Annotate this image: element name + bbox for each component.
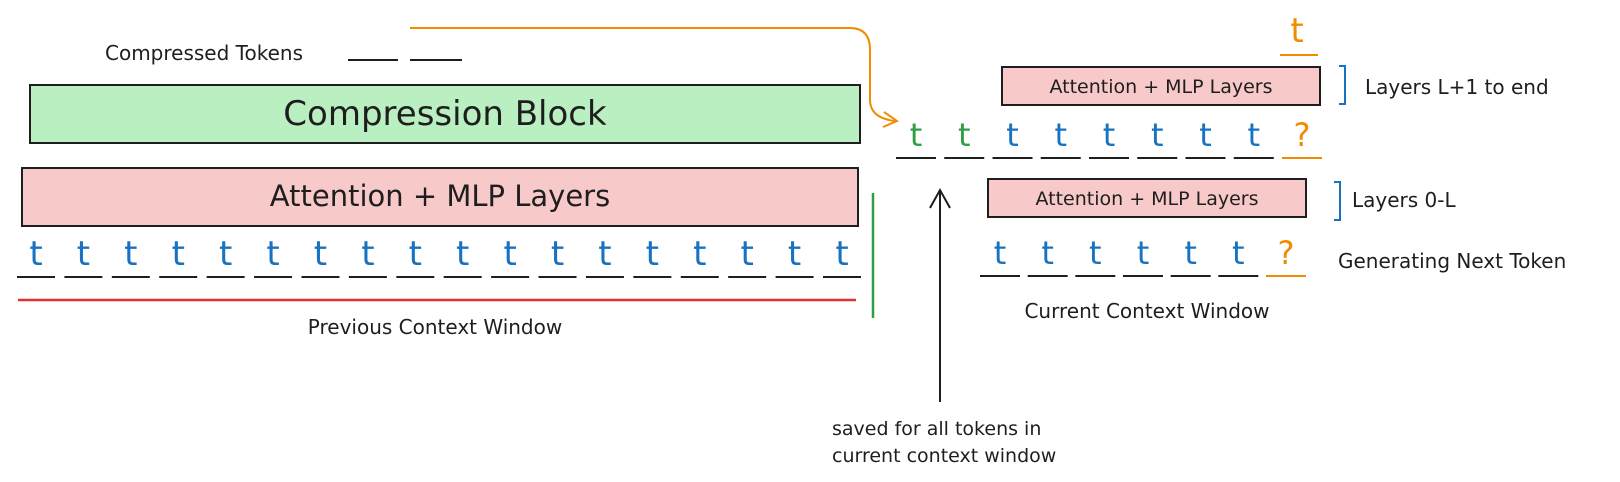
- upper-token-5: t: [1151, 116, 1164, 154]
- previous-token-17: t: [835, 234, 848, 274]
- previous-token-13: t: [646, 234, 659, 274]
- previous-token-10: t: [503, 234, 516, 274]
- compression-block: [29, 84, 861, 144]
- previous-token-0: t: [29, 234, 42, 274]
- compression-block-label: Compression Block: [283, 94, 607, 134]
- attention-mlp-label-upper: Attention + MLP Layers: [1049, 76, 1272, 98]
- lower-token-4: t: [1184, 234, 1197, 272]
- upper-token-2: t: [1006, 116, 1019, 154]
- upper-token-3: t: [1054, 116, 1067, 154]
- lower-token-6: ?: [1278, 234, 1295, 272]
- lower-token-1: t: [1041, 234, 1054, 272]
- previous-token-2: t: [124, 234, 137, 274]
- upper-token-1: t: [958, 116, 971, 154]
- previous-token-7: t: [361, 234, 374, 274]
- attention-mlp-block-upper: [1001, 66, 1321, 106]
- previous-token-6: t: [314, 234, 327, 274]
- lower-token-2: t: [1089, 234, 1102, 272]
- previous-token-1: t: [77, 234, 90, 274]
- previous-token-4: t: [219, 234, 232, 274]
- compressed-token-arrow: [410, 27, 896, 122]
- attention-mlp-label-previous: Attention + MLP Layers: [270, 179, 610, 213]
- layers-upper-label: Layers L+1 to end: [1365, 75, 1549, 99]
- attention-mlp-block-previous: [21, 167, 859, 227]
- previous-token-12: t: [598, 234, 611, 274]
- previous-token-5: t: [266, 234, 279, 274]
- compressed-tokens-label: Compressed Tokens: [105, 41, 303, 65]
- compressed-token-arrowhead: [882, 111, 900, 128]
- upper-token-6: t: [1199, 116, 1212, 154]
- previous-token-8: t: [409, 234, 422, 274]
- upper-token-0: t: [910, 116, 923, 154]
- upper-token-7: t: [1247, 116, 1260, 154]
- attention-mlp-label-lower: Attention + MLP Layers: [1035, 188, 1258, 210]
- output-token: t: [1290, 11, 1303, 51]
- previous-token-11: t: [551, 234, 564, 274]
- lower-token-5: t: [1232, 234, 1245, 272]
- previous-token-15: t: [741, 234, 754, 274]
- previous-token-16: t: [788, 234, 801, 274]
- layers-lower-bracket: [1334, 181, 1341, 221]
- generating-next-token-label: Generating Next Token: [1338, 249, 1566, 273]
- previous-token-14: t: [693, 234, 706, 274]
- previous-context-label: Previous Context Window: [308, 315, 562, 339]
- lower-token-3: t: [1137, 234, 1150, 272]
- lower-token-0: t: [994, 234, 1007, 272]
- attention-mlp-block-lower: [987, 178, 1307, 218]
- saved-note-line1: saved for all tokens in: [832, 418, 1041, 440]
- saved-arrowhead: [929, 187, 951, 209]
- upper-token-8: ?: [1294, 116, 1311, 154]
- layers-upper-bracket: [1339, 65, 1346, 105]
- upper-token-4: t: [1103, 116, 1116, 154]
- current-context-label: Current Context Window: [1024, 299, 1269, 323]
- layers-lower-label: Layers 0-L: [1352, 188, 1456, 212]
- saved-note-line2: current context window: [832, 445, 1056, 467]
- previous-token-9: t: [456, 234, 469, 274]
- previous-token-3: t: [172, 234, 185, 274]
